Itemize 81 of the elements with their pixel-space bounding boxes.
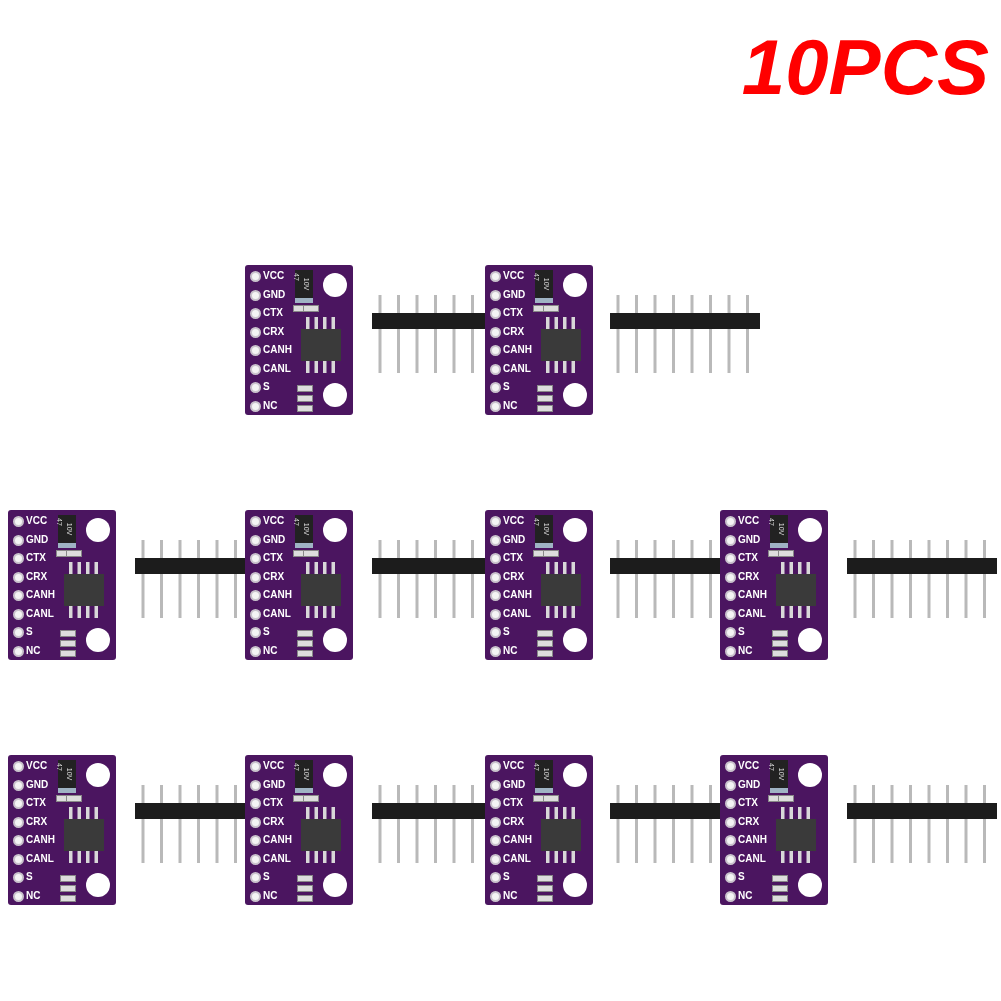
pin-label: CTX — [26, 797, 46, 809]
pin-label: CTX — [503, 552, 523, 564]
pin-label: GND — [26, 778, 49, 791]
pin-label: NC — [503, 644, 518, 657]
pin-label: VCC — [26, 515, 48, 527]
pin-label: GND — [26, 533, 49, 546]
pin-label: NC — [263, 399, 278, 412]
pin-label: CANL — [503, 607, 531, 620]
pin-label: CANL — [503, 362, 531, 375]
pin-label: CTX — [738, 552, 758, 564]
pin-label: S — [503, 871, 510, 883]
pin-label: NC — [738, 889, 753, 902]
pin-label: CTX — [503, 797, 523, 809]
pin-label: NC — [503, 399, 518, 412]
pin-label: CANH — [503, 834, 532, 846]
pin-label: CANL — [263, 362, 291, 375]
pin-label: CANL — [263, 607, 291, 620]
pin-label: CANL — [503, 852, 531, 865]
pin-label: CANH — [263, 834, 292, 846]
pin-label: S — [26, 626, 33, 638]
pin-label: VCC — [503, 515, 525, 527]
pin-label: NC — [503, 889, 518, 902]
pin-label: VCC — [503, 760, 525, 772]
pin-label: S — [503, 626, 510, 638]
pin-label: CRX — [26, 815, 48, 828]
pin-label: CANH — [26, 589, 55, 601]
pin-label: GND — [503, 533, 526, 546]
pin-label: VCC — [738, 515, 760, 527]
pin-label: CTX — [738, 797, 758, 809]
pin-label: S — [263, 626, 270, 638]
pin-label: VCC — [738, 760, 760, 772]
pin-label: S — [738, 626, 745, 638]
pin-label: CANH — [503, 589, 532, 601]
pin-label: NC — [263, 644, 278, 657]
title: 10PCS — [741, 28, 989, 106]
pin-label: S — [263, 381, 270, 393]
pin-label: S — [26, 871, 33, 883]
pin-label: GND — [263, 533, 286, 546]
pin-label: NC — [26, 889, 41, 902]
pin-label: CRX — [503, 570, 525, 583]
pin-label: CRX — [263, 815, 285, 828]
pin-label: VCC — [263, 515, 285, 527]
pin-label: GND — [503, 778, 526, 791]
pin-label: CRX — [738, 570, 760, 583]
pin-label: CANH — [263, 589, 292, 601]
pin-label: S — [738, 871, 745, 883]
pin-label: CRX — [503, 815, 525, 828]
pin-label: CTX — [263, 797, 283, 809]
pin-label: GND — [738, 778, 761, 791]
pin-label: CANL — [26, 852, 54, 865]
pin-label: CTX — [503, 307, 523, 319]
pin-label: CTX — [263, 552, 283, 564]
pin-label: CRX — [263, 570, 285, 583]
pin-label: CRX — [503, 325, 525, 338]
pin-label: VCC — [263, 270, 285, 282]
pin-label: CRX — [26, 570, 48, 583]
pin-label: VCC — [26, 760, 48, 772]
pin-label: CTX — [263, 307, 283, 319]
pin-label: S — [263, 871, 270, 883]
pin-label: CRX — [263, 325, 285, 338]
pin-label: GND — [263, 288, 286, 301]
pin-label: S — [503, 381, 510, 393]
pin-label: NC — [738, 644, 753, 657]
pin-label: GND — [738, 533, 761, 546]
pin-label: CTX — [26, 552, 46, 564]
pin-label: CANH — [26, 834, 55, 846]
pin-label: CANL — [26, 607, 54, 620]
pin-label: CANH — [738, 834, 767, 846]
pin-label: NC — [26, 644, 41, 657]
pin-label: NC — [263, 889, 278, 902]
pin-label: CRX — [738, 815, 760, 828]
pin-label: GND — [503, 288, 526, 301]
pin-label: CANH — [503, 344, 532, 356]
pin-label: VCC — [263, 760, 285, 772]
pin-label: VCC — [503, 270, 525, 282]
pin-label: CANH — [738, 589, 767, 601]
pin-label: CANH — [263, 344, 292, 356]
pin-label: CANL — [738, 852, 766, 865]
pin-label: CANL — [738, 607, 766, 620]
pin-label: GND — [263, 778, 286, 791]
pin-label: CANL — [263, 852, 291, 865]
